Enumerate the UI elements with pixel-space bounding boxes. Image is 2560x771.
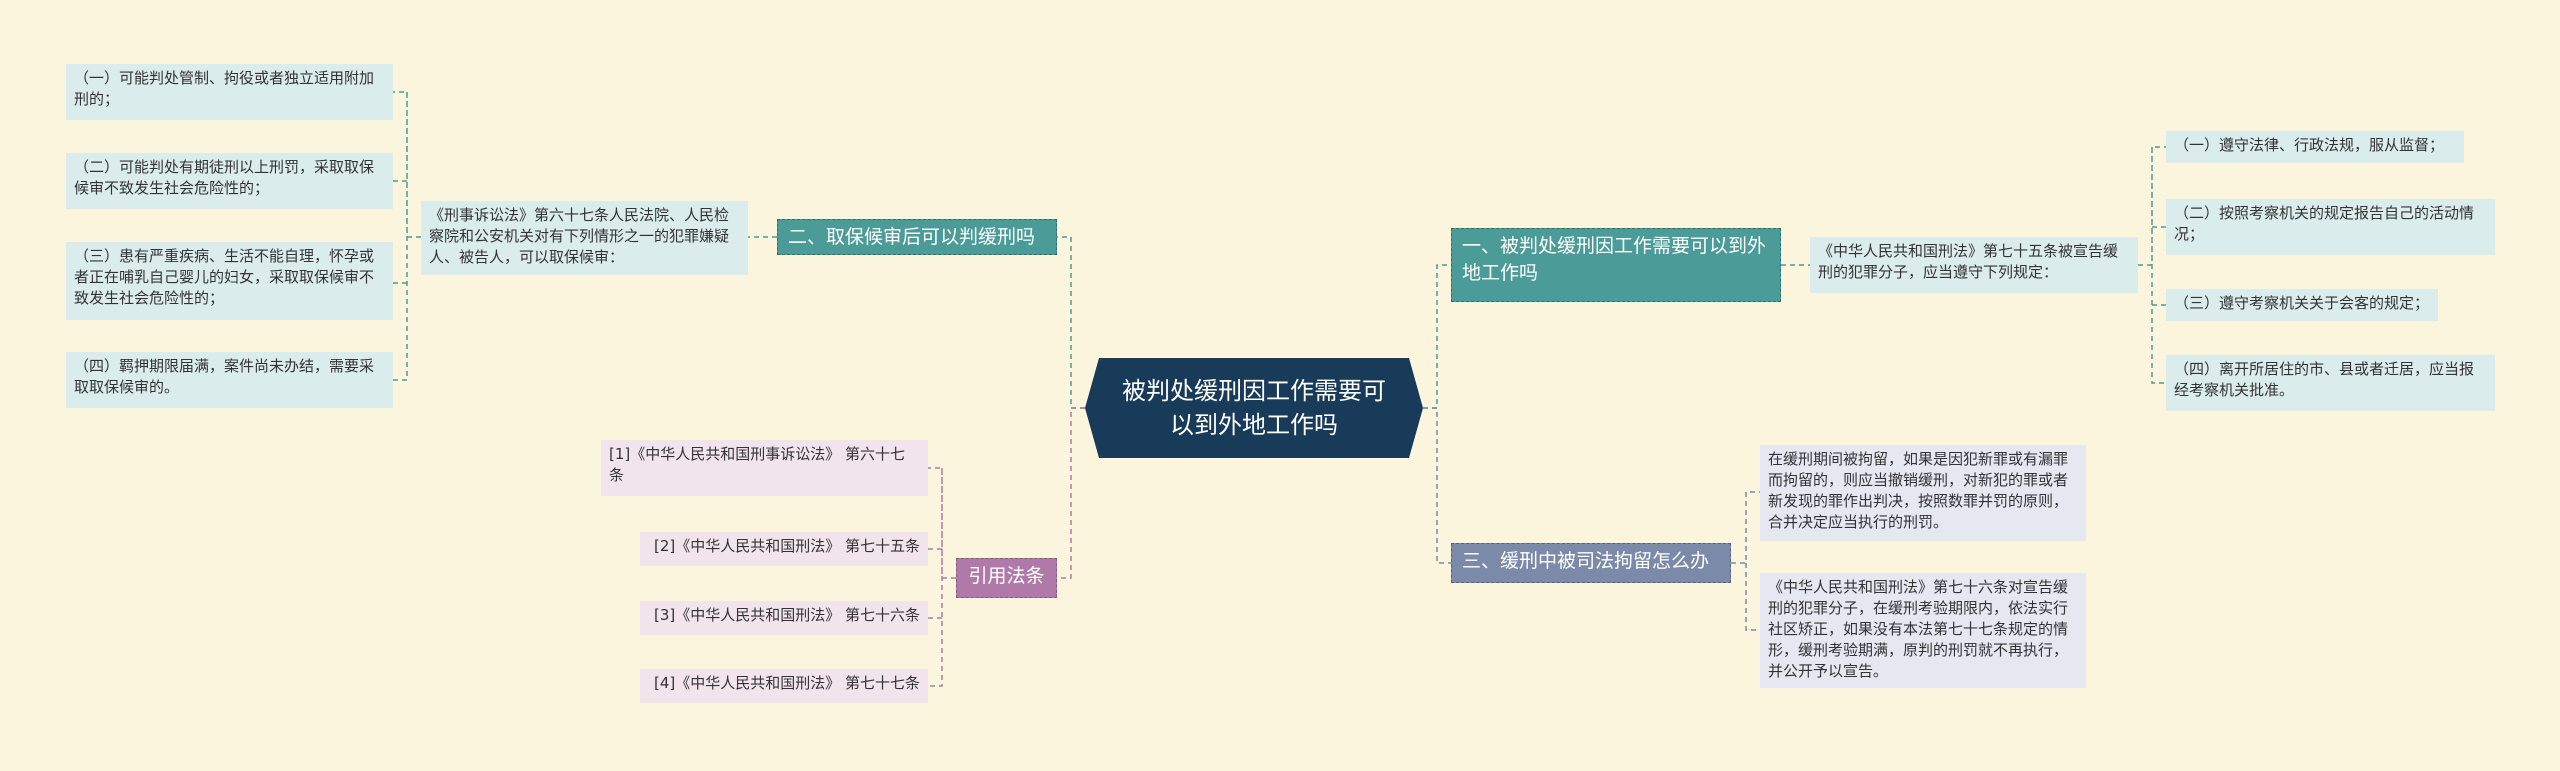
root-topic[interactable]: 被判处缓刑因工作需要可以到外地工作吗 [1085, 358, 1423, 458]
branch-2-item-1[interactable]: （一）可能判处管制、拘役或者独立适用附加刑的； [66, 64, 393, 120]
branch-2-intro[interactable]: 《刑事诉讼法》第六十七条人民法院、人民检察院和公安机关对有下列情形之一的犯罪嫌疑… [421, 201, 748, 275]
branch-4-label: 引用法条 [968, 565, 1045, 587]
branch-3-item-1[interactable]: 在缓刑期间被拘留，如果是因犯新罪或有漏罪而拘留的，则应当撤销缓刑，对新犯的罪或者… [1760, 445, 2086, 541]
link-root-b4 [1057, 407, 1085, 579]
branch-4-item-4[interactable]: [4]《中华人民共和国刑法》 第七十七条 [640, 669, 928, 703]
branch-1-label: 一、被判处缓刑因工作需要可以到外地工作吗 [1462, 235, 1767, 284]
branch-2-item-2[interactable]: （二）可能判处有期徒刑以上刑罚，采取取保候审不致发生社会危险性的； [66, 153, 393, 209]
branch-4-item-3[interactable]: [3]《中华人民共和国刑法》 第七十六条 [640, 601, 928, 635]
branch-4-topic[interactable]: 引用法条 [956, 558, 1057, 598]
link-b4-items [928, 467, 956, 687]
link-b3-items [1731, 491, 1760, 631]
branch-2-item-3[interactable]: （三）患有严重疾病、生活不能自理，怀孕或者正在哺乳自己婴儿的妇女，采取取保候审不… [66, 242, 393, 320]
branch-1-topic[interactable]: 一、被判处缓刑因工作需要可以到外地工作吗 [1451, 228, 1781, 302]
branch-1-item-4[interactable]: （四）离开所居住的市、县或者迁居，应当报经考察机关批准。 [2166, 355, 2495, 411]
branch-1-item-3[interactable]: （三）遵守考察机关关于会客的规定； [2166, 289, 2438, 321]
branch-3-topic[interactable]: 三、缓刑中被司法拘留怎么办 [1451, 543, 1731, 583]
branch-2-item-4[interactable]: （四）羁押期限届满，案件尚未办结，需要采取取保候审的。 [66, 352, 393, 408]
branch-4-item-2[interactable]: [2]《中华人民共和国刑法》 第七十五条 [640, 532, 928, 566]
link-root-b3 [1423, 407, 1451, 564]
branch-1-item-1[interactable]: （一）遵守法律、行政法规，服从监督； [2166, 131, 2464, 163]
link-root-b1 [1423, 264, 1451, 409]
link-b2-items [393, 91, 421, 381]
link-b1-items [2138, 146, 2166, 384]
branch-2-label: 二、取保候审后可以判缓刑吗 [788, 226, 1036, 248]
root-topic-label: 被判处缓刑因工作需要可以到外地工作吗 [1122, 377, 1386, 439]
link-root-b2 [1057, 236, 1085, 409]
branch-3-item-2[interactable]: 《中华人民共和国刑法》第七十六条对宣告缓刑的犯罪分子，在缓刑考验期限内，依法实行… [1760, 573, 2086, 688]
branch-2-topic[interactable]: 二、取保候审后可以判缓刑吗 [777, 219, 1057, 255]
branch-1-item-2[interactable]: （二）按照考察机关的规定报告自己的活动情况； [2166, 199, 2495, 255]
branch-3-label: 三、缓刑中被司法拘留怎么办 [1462, 550, 1710, 572]
branch-1-intro[interactable]: 《中华人民共和国刑法》第七十五条被宣告缓刑的犯罪分子，应当遵守下列规定： [1810, 237, 2138, 293]
branch-4-item-1[interactable]: [1]《中华人民共和国刑事诉讼法》 第六十七条 [601, 440, 928, 496]
